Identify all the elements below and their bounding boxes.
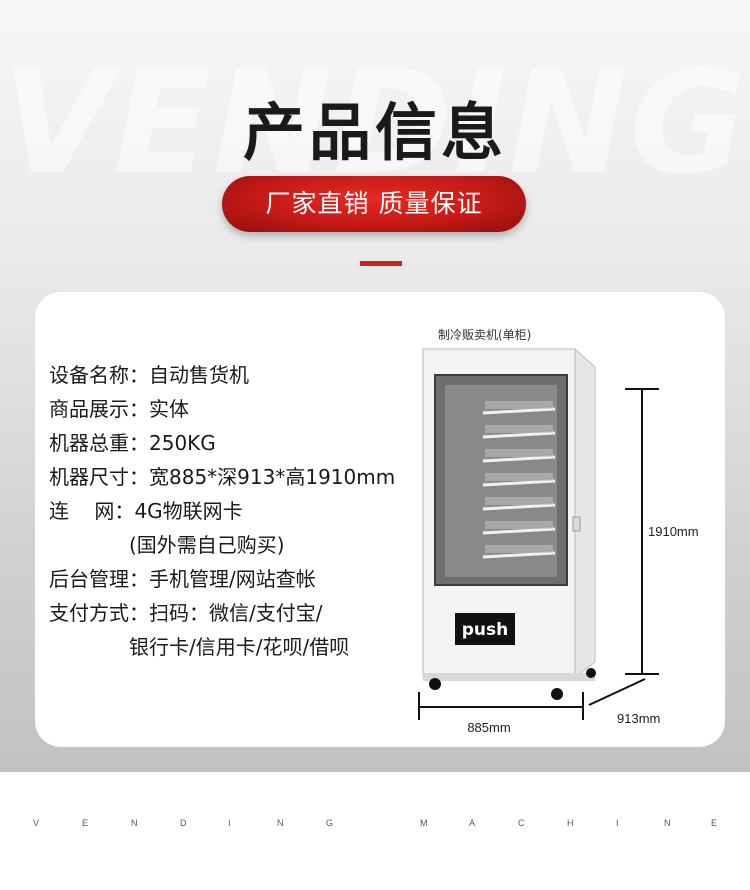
footer-letter: A bbox=[469, 818, 476, 828]
product-row bbox=[485, 521, 553, 529]
shelf bbox=[482, 479, 556, 487]
spec-list: 设备名称：自动售货机 商品展示：实体 机器总重：250KG 机器尺寸： 宽885… bbox=[49, 358, 419, 664]
machine-caption: 制冷贩卖机(单柜) bbox=[438, 328, 532, 342]
shelf bbox=[482, 455, 556, 463]
spec-row-display: 商品展示：实体 bbox=[49, 397, 189, 421]
depth-dimension-line bbox=[588, 678, 646, 706]
wheel bbox=[586, 668, 596, 678]
wheel bbox=[551, 688, 563, 700]
product-row bbox=[485, 473, 553, 481]
vending-machine-illustration: push 1910mm 885mm 913mm bbox=[418, 347, 699, 735]
slogan-badge: 厂家直销 质量保证 bbox=[222, 176, 526, 232]
spec-row-name: 设备名称：自动售货机 bbox=[49, 363, 249, 387]
shelf bbox=[482, 407, 556, 415]
footer-letter: G bbox=[326, 818, 334, 828]
depth-label: 913mm bbox=[617, 711, 660, 726]
shelf bbox=[482, 551, 556, 559]
products bbox=[485, 401, 553, 553]
cabinet-side bbox=[574, 347, 596, 678]
push-label: push bbox=[462, 620, 509, 640]
shelves bbox=[482, 407, 556, 559]
footer-letter: N bbox=[131, 818, 138, 828]
footer-area bbox=[0, 772, 750, 890]
footer-letter: E bbox=[711, 818, 718, 828]
shelf bbox=[482, 503, 556, 511]
spec-row-size: 机器尺寸： 宽885*深913*高1910mm bbox=[49, 465, 396, 489]
cabinet-base bbox=[423, 673, 595, 681]
footer-letter: N bbox=[664, 818, 671, 828]
footer-letter: N bbox=[277, 818, 284, 828]
shelf bbox=[482, 527, 556, 535]
spec-row-network: 连 网：4G物联网卡 bbox=[49, 499, 243, 523]
footer-letter: V bbox=[33, 818, 40, 828]
divider-accent bbox=[360, 261, 402, 266]
footer-letter: I bbox=[228, 818, 231, 828]
info-card: 设备名称：自动售货机 商品展示：实体 机器总重：250KG 机器尺寸： 宽885… bbox=[35, 292, 725, 747]
page-title: 产品信息 bbox=[242, 96, 507, 169]
spec-row-network-note: (国外需自己购买) bbox=[129, 533, 285, 557]
footer-letter: H bbox=[567, 818, 574, 828]
push-door bbox=[455, 613, 515, 645]
spec-row-weight: 机器总重：250KG bbox=[49, 431, 216, 455]
spec-row-backend: 后台管理：手机管理/网站查帐 bbox=[49, 567, 316, 591]
spec-row-payment-more: 银行卡/信用卡/花呗/借呗 bbox=[129, 635, 350, 659]
height-label: 1910mm bbox=[648, 524, 699, 539]
product-row bbox=[485, 425, 553, 433]
product-row bbox=[485, 497, 553, 505]
shelf bbox=[482, 431, 556, 439]
product-row bbox=[485, 401, 553, 409]
footer-letter: I bbox=[616, 818, 619, 828]
wheel bbox=[429, 678, 441, 690]
footer-letter: M bbox=[420, 818, 428, 828]
footer-letter: E bbox=[82, 818, 89, 828]
footer-letter: D bbox=[180, 818, 187, 828]
product-row bbox=[485, 545, 553, 553]
product-row bbox=[485, 449, 553, 457]
lock-icon bbox=[572, 516, 581, 532]
width-label: 885mm bbox=[467, 720, 510, 735]
spec-row-payment: 支付方式：扫码：微信/支付宝/ bbox=[49, 601, 323, 625]
footer-letter: C bbox=[518, 818, 525, 828]
